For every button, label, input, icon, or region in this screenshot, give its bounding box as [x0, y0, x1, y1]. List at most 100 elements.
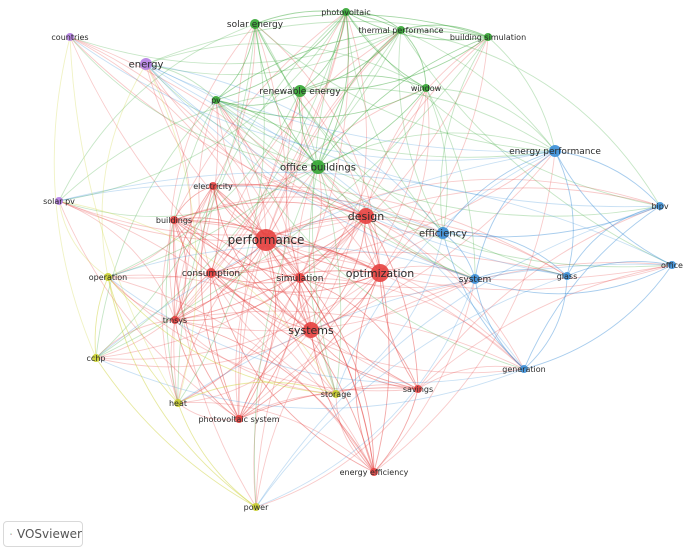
node-building-simulation[interactable] — [484, 33, 492, 41]
node-cchp[interactable] — [92, 354, 100, 362]
edge-photovoltaic-storage — [311, 11, 347, 395]
edge-performance-trnsys — [174, 239, 267, 321]
node-performance[interactable] — [255, 229, 277, 251]
node-glass[interactable] — [563, 272, 571, 280]
vosviewer-badge[interactable]: VOSviewer — [3, 521, 83, 547]
edge-systems-heat — [177, 329, 312, 404]
node-label-building-simulation[interactable]: building simulation — [450, 33, 526, 42]
node-solar-pv[interactable] — [55, 197, 63, 205]
node-label-savings[interactable]: savings — [403, 385, 433, 394]
node-power[interactable] — [252, 503, 260, 511]
node-energy-efficiency[interactable] — [370, 468, 378, 476]
edge-systems-cchp — [95, 329, 312, 368]
edge-consumption-generation — [210, 272, 525, 374]
node-storage[interactable] — [332, 390, 340, 398]
node-label-generation[interactable]: generation — [502, 365, 546, 374]
node-thermal-performance[interactable] — [397, 26, 405, 34]
node-label-photovoltaic-system[interactable]: photovoltaic system — [198, 415, 279, 424]
node-label-heat[interactable]: heat — [169, 399, 187, 408]
node-label-design[interactable]: design — [348, 210, 385, 223]
node-office-buildings[interactable] — [311, 160, 325, 174]
edge-performance-heat — [177, 239, 267, 404]
edge-optimization-systems — [310, 272, 381, 331]
edge-optimization-savings — [379, 272, 419, 390]
edge-trnsys-energy — [145, 63, 192, 321]
node-label-buildings[interactable]: buildings — [156, 216, 192, 225]
node-label-thermal-performance[interactable]: thermal performance — [359, 26, 444, 35]
node-solar-energy[interactable] — [250, 19, 260, 29]
node-generation[interactable] — [520, 365, 528, 373]
edge-electricity-glass — [212, 184, 568, 277]
node-label-photovoltaic[interactable]: photovoltaic — [321, 8, 371, 17]
node-label-countries[interactable]: countries — [51, 33, 88, 42]
edge-performance-energy — [145, 63, 267, 241]
edge-system-office — [474, 264, 673, 295]
node-savings[interactable] — [414, 385, 422, 393]
edge-heat-power — [177, 402, 257, 508]
edge-simulation-buildings — [173, 219, 301, 279]
edge-optimization-electricity — [212, 185, 381, 274]
node-label-simulation[interactable]: simulation — [277, 274, 324, 284]
node-photovoltaic-system[interactable] — [235, 415, 243, 423]
node-label-efficiency[interactable]: efficiency — [419, 229, 467, 240]
node-energy[interactable] — [140, 58, 152, 70]
node-label-optimization[interactable]: optimization — [346, 267, 414, 280]
edge-savings-countries — [69, 36, 419, 390]
node-pv[interactable] — [212, 96, 220, 104]
node-label-bipv[interactable]: bipv — [651, 202, 668, 211]
node-label-systems[interactable]: systems — [288, 324, 334, 337]
node-operation[interactable] — [104, 273, 112, 281]
node-bipv[interactable] — [656, 202, 664, 210]
node-label-office[interactable]: office — [661, 261, 683, 270]
edge-photovoltaic-system-solar-pv — [58, 200, 240, 420]
node-heat[interactable] — [174, 399, 182, 407]
node-label-pv[interactable]: pv — [211, 96, 221, 105]
node-label-storage[interactable]: storage — [321, 390, 351, 399]
edge-pv-window — [215, 87, 427, 119]
node-systems[interactable] — [303, 322, 319, 338]
node-trnsys[interactable] — [171, 316, 179, 324]
node-label-solar-pv[interactable]: solar pv — [43, 197, 75, 206]
node-label-energy-performance[interactable]: energy performance — [509, 147, 601, 157]
node-energy-performance[interactable] — [549, 145, 561, 157]
edge-optimization-office-buildings — [317, 166, 381, 274]
edge-energy-performance-countries — [69, 36, 556, 161]
node-label-solar-energy[interactable]: solar energy — [227, 20, 284, 30]
node-optimization[interactable] — [371, 264, 389, 282]
edge-energy-performance-cchp — [95, 150, 556, 359]
node-photovoltaic[interactable] — [342, 8, 350, 16]
node-electricity[interactable] — [209, 182, 217, 190]
edge-optimization-consumption — [210, 272, 381, 293]
node-buildings[interactable] — [170, 216, 178, 224]
node-system[interactable] — [470, 274, 480, 284]
node-label-cchp[interactable]: cchp — [87, 354, 106, 363]
node-office[interactable] — [668, 261, 676, 269]
edge-office-buildings-storage — [308, 166, 337, 395]
node-label-window[interactable]: window — [411, 84, 442, 93]
node-label-electricity[interactable]: electricity — [193, 182, 233, 191]
node-label-energy-efficiency[interactable]: energy efficiency — [340, 468, 409, 477]
edge-optimization-renewable-energy — [299, 90, 381, 274]
edge-consumption-system — [210, 272, 476, 300]
node-simulation[interactable] — [295, 273, 305, 283]
node-label-power[interactable]: power — [244, 503, 269, 512]
node-label-system[interactable]: system — [459, 275, 492, 285]
node-efficiency[interactable] — [437, 227, 449, 239]
node-label-office-buildings[interactable]: office buildings — [280, 163, 356, 174]
edge-optimization-trnsys — [174, 270, 381, 321]
node-label-performance[interactable]: performance — [228, 233, 305, 247]
node-label-energy[interactable]: energy — [129, 60, 164, 71]
edge-systems-electricity — [212, 185, 312, 331]
node-label-operation[interactable]: operation — [89, 273, 127, 282]
node-label-glass[interactable]: glass — [557, 272, 578, 281]
node-label-consumption[interactable]: consumption — [182, 269, 240, 279]
node-design[interactable] — [358, 208, 374, 224]
node-renewable-energy[interactable] — [294, 85, 306, 97]
edge-solar-energy-pv — [215, 23, 256, 101]
node-label-renewable-energy[interactable]: renewable energy — [259, 87, 341, 97]
node-consumption[interactable] — [206, 268, 216, 278]
node-window[interactable] — [422, 84, 430, 92]
edge-simulation-building-simulation — [299, 36, 489, 279]
node-label-trnsys[interactable]: trnsys — [163, 316, 187, 325]
node-countries[interactable] — [66, 33, 74, 41]
